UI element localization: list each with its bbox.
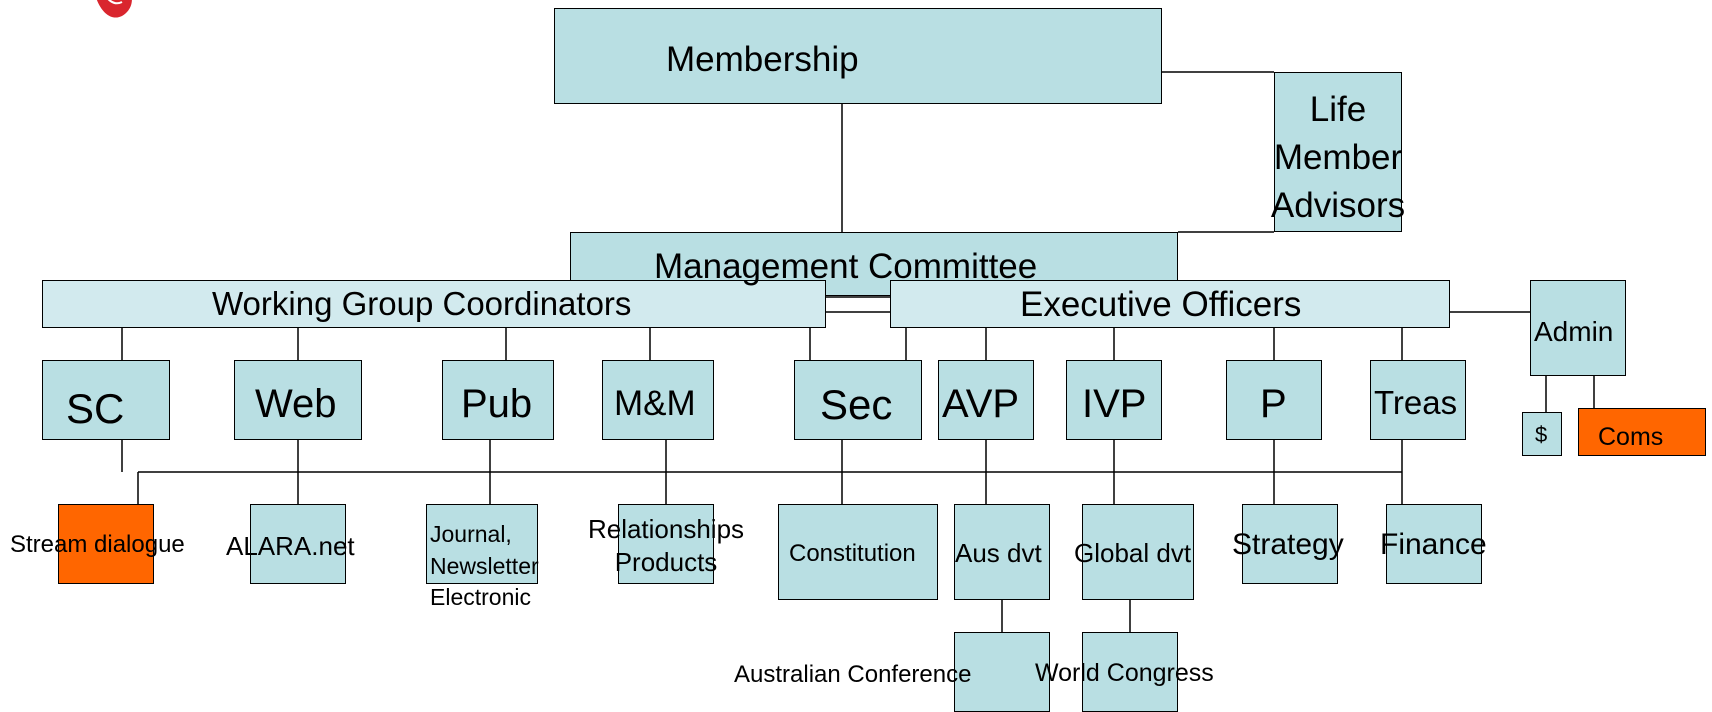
journal-box <box>426 504 538 584</box>
finance-box <box>1386 504 1482 584</box>
management-committee-label: Management Committee <box>654 247 1038 286</box>
treas-box <box>1370 360 1466 440</box>
finance-label: Finance <box>1380 528 1487 561</box>
ivp-box <box>1066 360 1162 440</box>
working-group-coordinators-box <box>42 280 826 328</box>
alara-net-label: ALARA.net <box>226 531 355 561</box>
web-label: Web <box>255 382 337 426</box>
membership-label: Membership <box>666 40 859 79</box>
constitution-label: Constitution <box>789 540 916 567</box>
relationships-line: Relationships <box>587 514 745 544</box>
membership-box <box>554 8 1162 104</box>
pub-box <box>442 360 554 440</box>
world-congress-label: World Congress <box>1035 659 1214 687</box>
alara-net-box <box>250 504 346 584</box>
relationships-products-box <box>618 504 714 584</box>
treas-label: Treas <box>1374 384 1458 421</box>
journal-label: Journal, Newsletter Electronic <box>430 518 539 612</box>
mm-label: M&M <box>614 384 696 423</box>
journal-line-3: Electronic <box>430 584 531 610</box>
stream-dialogue-label: Stream dialogue <box>10 531 185 558</box>
relationships-products-label: Relationships Products <box>570 513 762 579</box>
journal-line-1: Journal, <box>430 521 512 547</box>
member-label: Member <box>1273 138 1403 177</box>
coms-label: Coms <box>1598 423 1664 451</box>
life-member-advisors-box <box>1274 72 1402 232</box>
stream-dialogue-box <box>58 504 154 584</box>
strategy-label: Strategy <box>1232 528 1344 561</box>
dollar-box <box>1522 412 1562 456</box>
australian-conference-label: Australian Conference <box>734 661 972 688</box>
admin-label: Admin <box>1534 316 1614 347</box>
sec-box <box>794 360 922 440</box>
logo-icon <box>97 0 132 18</box>
australian-conference-box <box>954 632 1050 712</box>
mm-box <box>602 360 714 440</box>
aus-dvt-box <box>954 504 1050 600</box>
dollar-label: $ <box>1535 422 1548 447</box>
sc-box <box>42 360 170 440</box>
p-label: P <box>1260 382 1287 426</box>
products-line: Products <box>614 547 718 577</box>
world-congress-box <box>1082 632 1178 712</box>
executive-officers-label: Executive Officers <box>1020 285 1302 324</box>
avp-box <box>938 360 1034 440</box>
coms-box <box>1578 408 1706 456</box>
strategy-box <box>1242 504 1338 584</box>
global-dvt-box <box>1082 504 1194 600</box>
ivp-label: IVP <box>1082 382 1147 426</box>
avp-label: AVP <box>942 382 1020 426</box>
web-box <box>234 360 362 440</box>
working-group-coordinators-label: Working Group Coordinators <box>212 285 632 322</box>
admin-box <box>1530 280 1626 376</box>
advisors-label: Advisors <box>1270 186 1406 225</box>
global-dvt-label: Global dvt <box>1074 538 1192 568</box>
executive-officers-box <box>890 280 1450 328</box>
aus-dvt-label: Aus dvt <box>955 538 1042 568</box>
journal-line-2: Newsletter <box>430 553 539 579</box>
pub-label: Pub <box>461 382 533 426</box>
p-box <box>1226 360 1322 440</box>
constitution-box <box>778 504 938 600</box>
life-label: Life <box>1309 90 1367 129</box>
life-member-advisors-label: Life Member Advisors <box>1260 86 1416 230</box>
sec-label: Sec <box>820 381 893 428</box>
sc-label: SC <box>66 385 125 432</box>
